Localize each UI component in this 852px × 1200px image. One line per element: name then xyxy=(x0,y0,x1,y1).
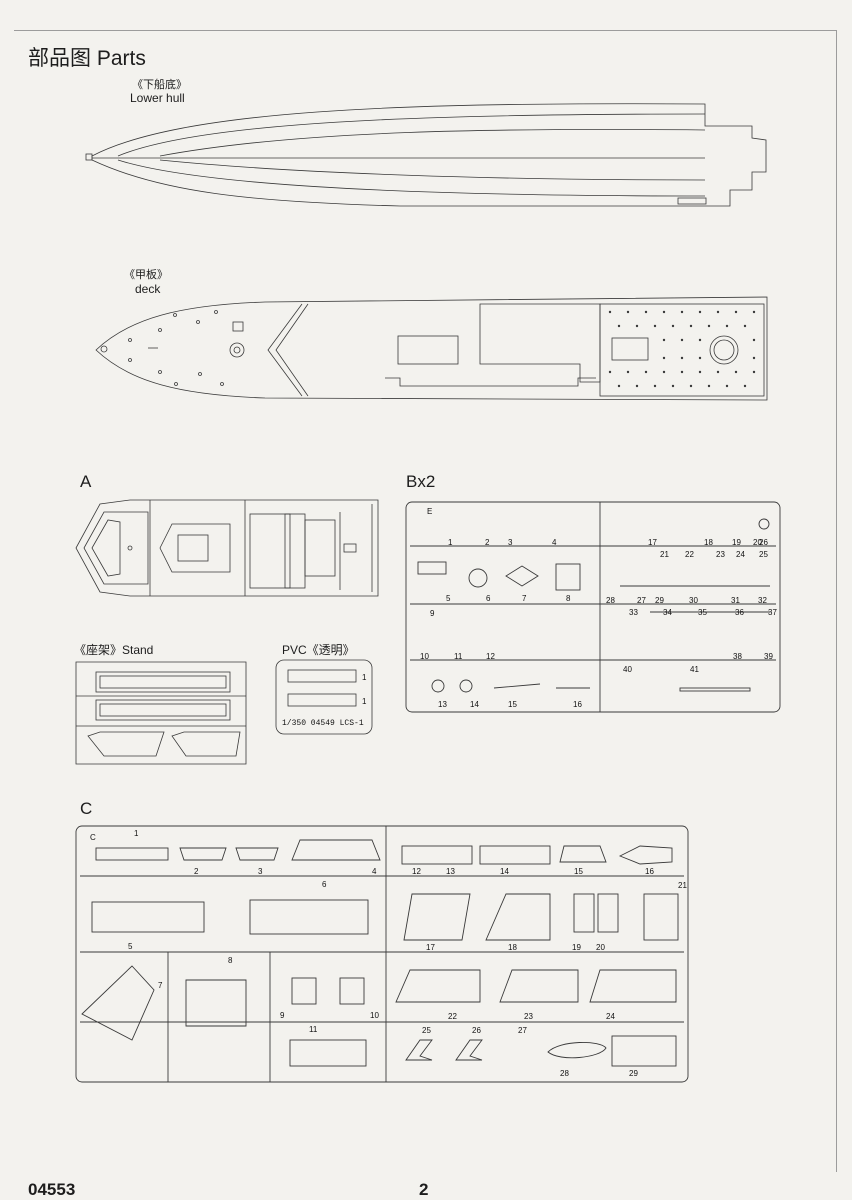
c-part-21: 21 xyxy=(678,881,687,890)
c-part-27: 27 xyxy=(518,1026,527,1035)
b-part-26: 26 xyxy=(759,538,768,547)
sprue-c-tag: C xyxy=(90,833,96,842)
b-part-16: 16 xyxy=(573,700,582,709)
c-part-29: 29 xyxy=(629,1069,638,1078)
pvc-qty-1: 1 xyxy=(362,673,367,682)
lower-hull-label: Lower hull xyxy=(130,91,185,105)
c-part-23: 23 xyxy=(524,1012,533,1021)
c-part-19: 19 xyxy=(572,943,581,952)
c-part-8: 8 xyxy=(228,956,233,965)
sprue-a-drawing xyxy=(75,499,379,597)
c-part-3: 3 xyxy=(258,867,263,876)
b-part-18: 18 xyxy=(704,538,713,547)
b-part-33: 33 xyxy=(629,608,638,617)
c-part-12: 12 xyxy=(412,867,421,876)
b-part-1: 1 xyxy=(448,538,453,547)
c-part-24: 24 xyxy=(606,1012,615,1021)
c-part-14: 14 xyxy=(500,867,509,876)
b-part-25: 25 xyxy=(759,550,768,559)
b-part-4: 4 xyxy=(552,538,557,547)
b-part-6: 6 xyxy=(486,594,491,603)
b-part-34: 34 xyxy=(663,608,672,617)
c-part-15: 15 xyxy=(574,867,583,876)
c-part-20: 20 xyxy=(596,943,605,952)
lower-hull-cn-label: 《下船底》 xyxy=(132,79,187,91)
pvc-label: PVC《透明》 xyxy=(282,643,355,657)
page-border xyxy=(14,30,837,1172)
sprue-c-frame xyxy=(75,825,689,1083)
c-part-10: 10 xyxy=(370,1011,379,1020)
b-part-3: 3 xyxy=(508,538,513,547)
deck-tie-down-dots xyxy=(608,310,756,388)
b-part-8: 8 xyxy=(566,594,571,603)
c-part-7: 7 xyxy=(158,981,163,990)
lower-hull-drawing xyxy=(85,103,767,207)
pvc-drawing xyxy=(275,659,373,735)
c-part-9: 9 xyxy=(280,1011,285,1020)
c-part-13: 13 xyxy=(446,867,455,876)
b-part-13: 13 xyxy=(438,700,447,709)
b-part-38: 38 xyxy=(733,652,742,661)
c-part-28: 28 xyxy=(560,1069,569,1078)
pvc-qty-2: 1 xyxy=(362,697,367,706)
sprue-a-label: A xyxy=(80,472,92,491)
sprue-c-label: C xyxy=(80,799,93,818)
b-part-27: 27 xyxy=(637,596,646,605)
deck-label: deck xyxy=(135,282,161,296)
b-part-2: 2 xyxy=(485,538,490,547)
c-part-6: 6 xyxy=(322,880,327,889)
c-part-11: 11 xyxy=(309,1025,318,1034)
b-part-39: 39 xyxy=(764,652,773,661)
sprue-c-part-numbers: C 1 2 3 4 5 6 7 8 9 10 11 12 13 14 15 16… xyxy=(90,829,687,1078)
b-part-37: 37 xyxy=(768,608,777,617)
b-part-35: 35 xyxy=(698,608,707,617)
sprue-b-part-numbers: E 1 2 3 4 5 6 7 8 9 10 11 12 13 14 15 16… xyxy=(420,507,777,709)
b-part-29: 29 xyxy=(655,596,664,605)
pvc-code: 1/350 04549 LCS-1 xyxy=(282,719,364,728)
b-part-22: 22 xyxy=(685,550,694,559)
b-part-28: 28 xyxy=(606,596,615,605)
c-part-17: 17 xyxy=(426,943,435,952)
b-part-9: 9 xyxy=(430,609,435,618)
c-part-1: 1 xyxy=(134,829,139,838)
b-part-21: 21 xyxy=(660,550,669,559)
b-part-31: 31 xyxy=(731,596,740,605)
b-part-24: 24 xyxy=(736,550,745,559)
page-title: 部品图 Parts xyxy=(28,47,146,70)
stand-drawing xyxy=(75,661,247,765)
page-code: 04553 xyxy=(28,1180,76,1199)
b-part-40: 40 xyxy=(623,665,632,674)
c-part-16: 16 xyxy=(645,867,654,876)
b-part-23: 23 xyxy=(716,550,725,559)
b-part-12: 12 xyxy=(486,652,495,661)
b-part-32: 32 xyxy=(758,596,767,605)
c-part-25: 25 xyxy=(422,1026,431,1035)
b-part-10: 10 xyxy=(420,652,429,661)
b-part-20: 20 xyxy=(753,538,762,547)
b-part-11: 11 xyxy=(454,652,463,661)
c-part-18: 18 xyxy=(508,943,517,952)
deck-cn-label: 《甲板》 xyxy=(124,269,168,281)
sprue-b-label: Bx2 xyxy=(406,472,436,491)
b-part-7: 7 xyxy=(522,594,527,603)
b-part-41: 41 xyxy=(690,665,699,674)
c-part-5: 5 xyxy=(128,942,133,951)
b-part-15: 15 xyxy=(508,700,517,709)
b-part-5: 5 xyxy=(446,594,451,603)
b-part-17: 17 xyxy=(648,538,657,547)
deck-drawing xyxy=(95,296,768,401)
c-part-26: 26 xyxy=(472,1026,481,1035)
b-part-14: 14 xyxy=(470,700,479,709)
b-part-36: 36 xyxy=(735,608,744,617)
sprue-b-frame xyxy=(405,501,781,713)
sprue-b-tag: E xyxy=(427,507,432,516)
c-part-2: 2 xyxy=(194,867,199,876)
c-part-4: 4 xyxy=(372,867,377,876)
page-number: 2 xyxy=(419,1180,429,1199)
b-part-19: 19 xyxy=(732,538,741,547)
b-part-30: 30 xyxy=(689,596,698,605)
c-part-22: 22 xyxy=(448,1012,457,1021)
stand-label: 《座架》Stand xyxy=(74,643,154,657)
